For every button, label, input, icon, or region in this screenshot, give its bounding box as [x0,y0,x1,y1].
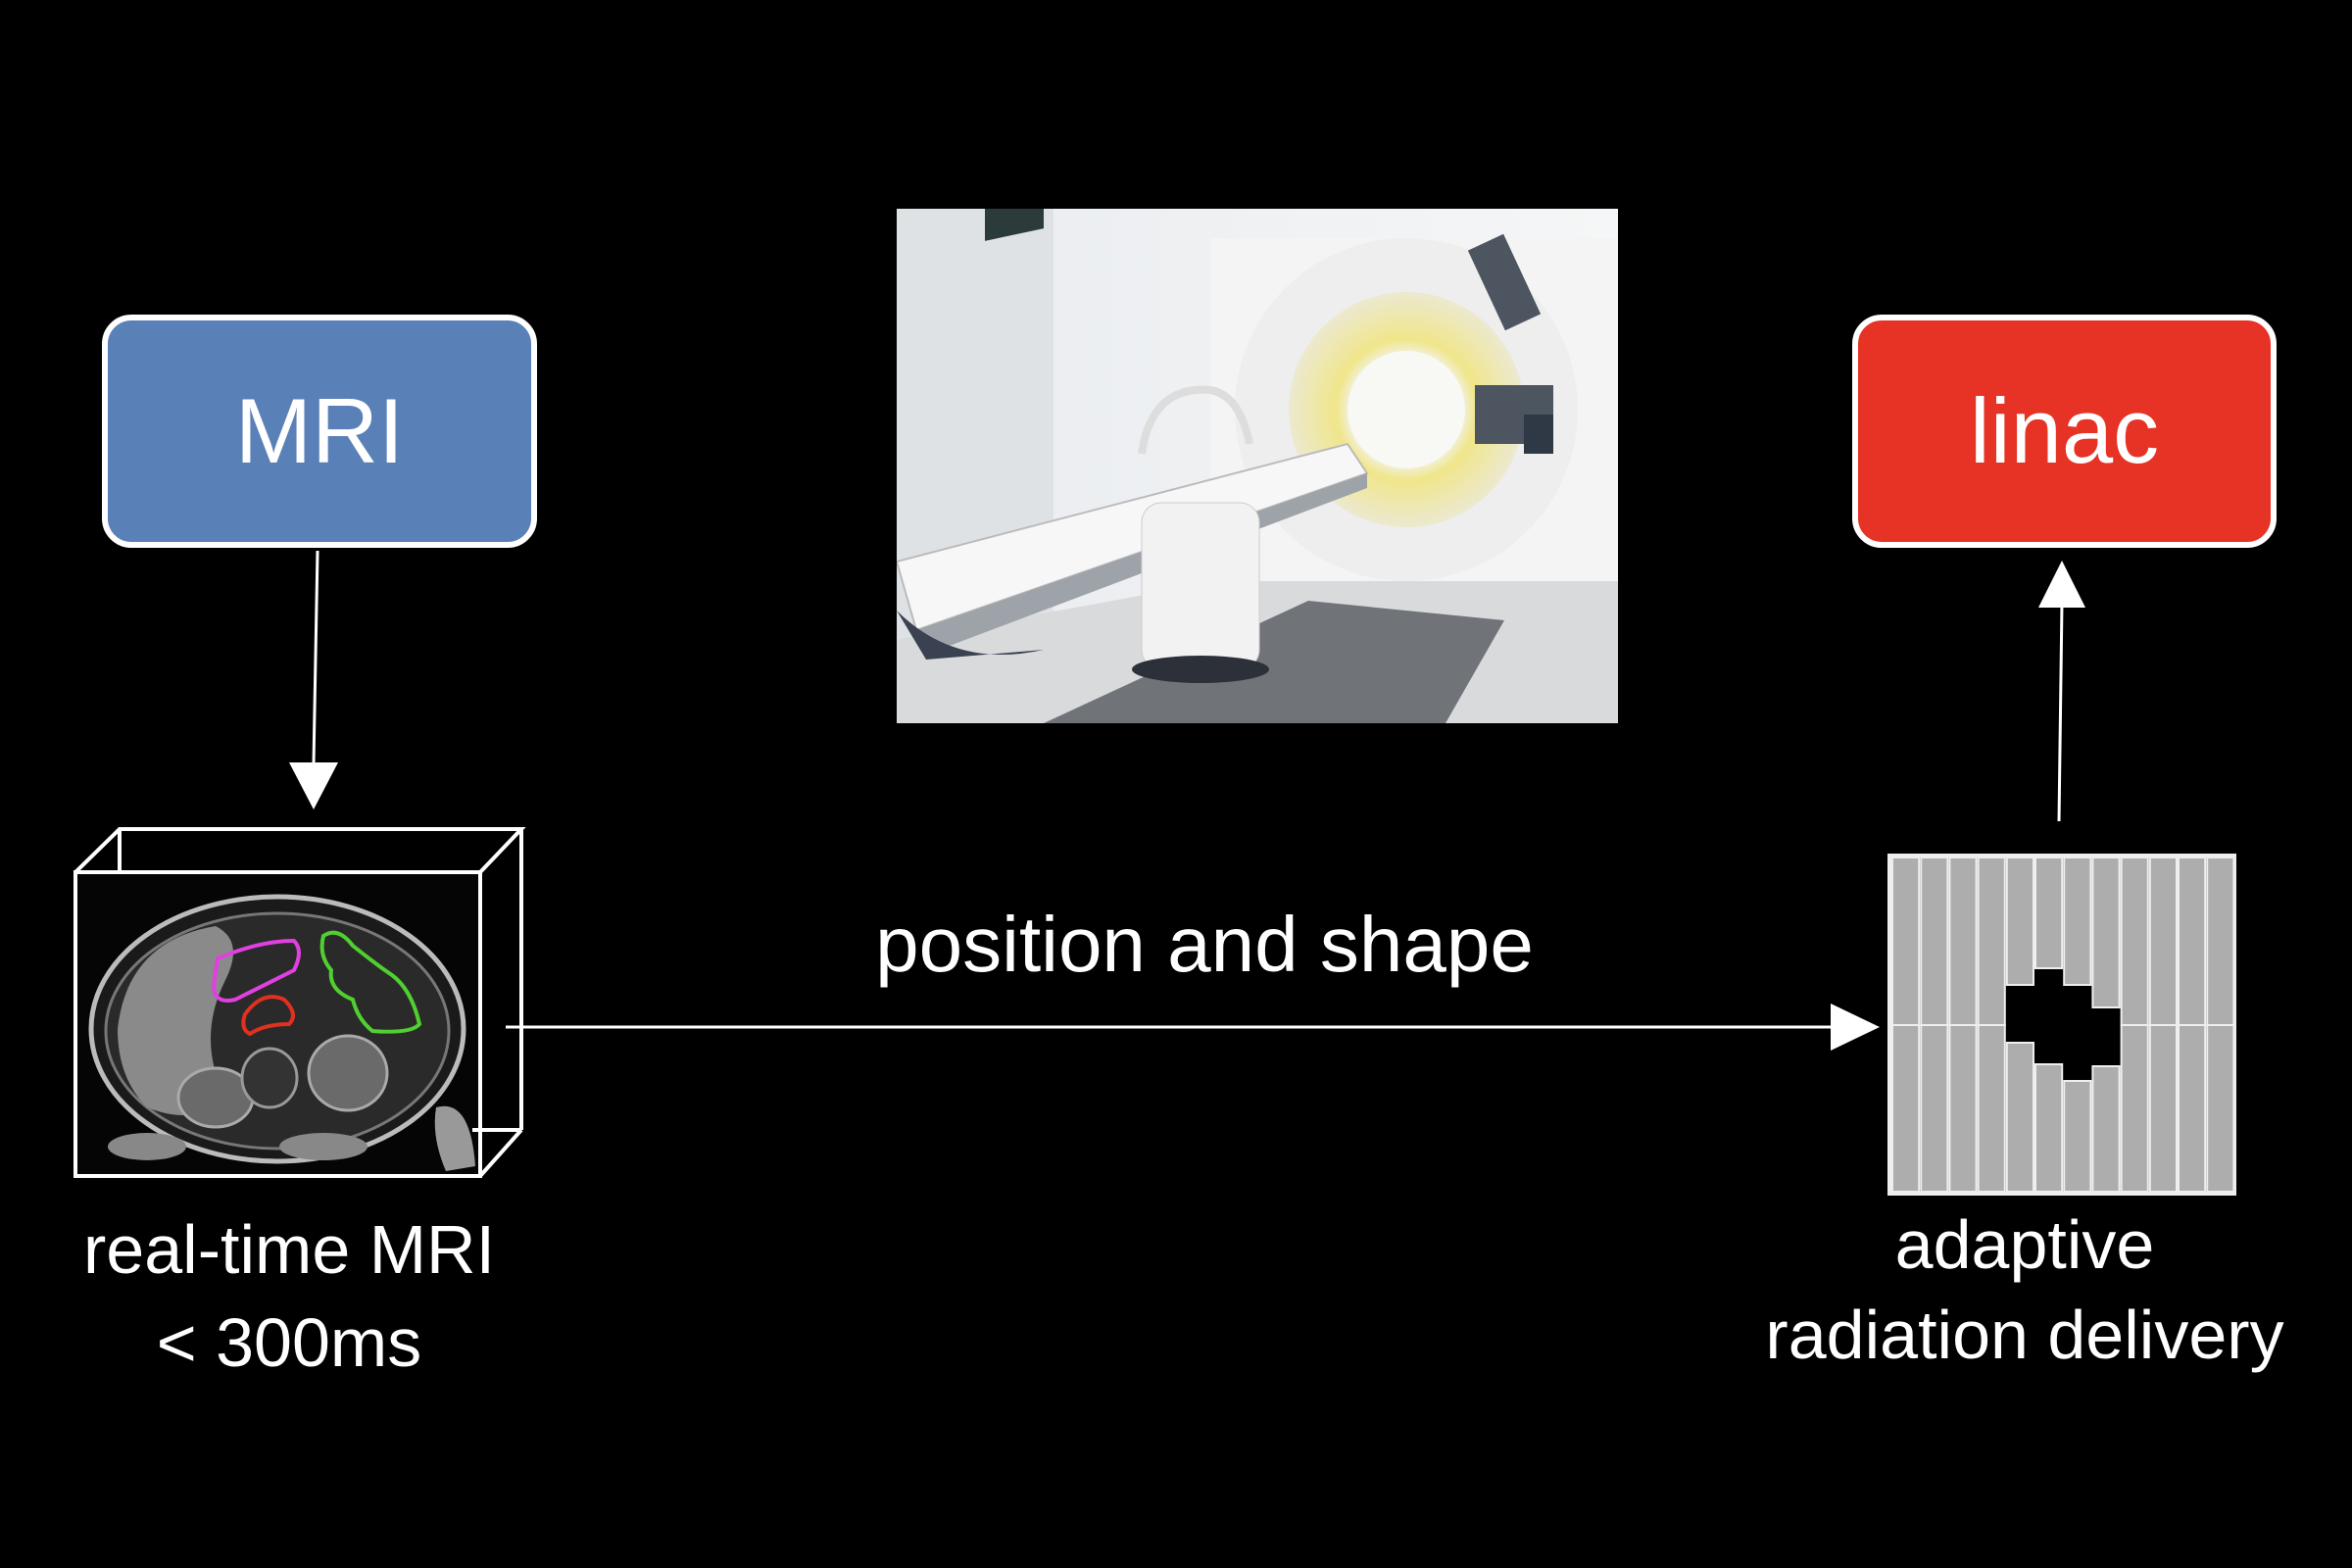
leaf-upper [1920,857,1949,1026]
arrow-mri-to-image [289,550,338,809]
delivery-caption-line2: radiation delivery [1765,1297,2284,1373]
leaf-upper [1948,857,1978,1026]
linac-label: linac [1969,379,2160,482]
leaf-upper [2063,857,2092,986]
leaf-lower [1891,1024,1921,1193]
leaf-lower [2206,1024,2235,1193]
leaf-lower [2178,1024,2207,1193]
arrow-delivery-to-linac [2038,561,2085,822]
mri-box: MRI [102,315,537,548]
leaf-lower [2063,1080,2092,1193]
mri-image-volume [74,827,526,1178]
linac-box: linac [1852,315,2277,548]
leaf-upper [2005,857,2035,986]
mr-linac-photo [897,209,1618,723]
leaf-lower [2005,1042,2035,1193]
mri-caption-line2: < 300ms [156,1304,422,1381]
arrow-position-shape [506,1004,1880,1051]
mri-caption-line1: real-time MRI [82,1211,496,1288]
leaf-upper [2120,857,2149,1026]
leaf-upper [2091,857,2121,1008]
mri-label: MRI [234,379,405,482]
contour-red [241,995,295,1037]
contour-magenta [211,938,301,1003]
leaf-lower [2148,1024,2179,1193]
leaf-lower [1948,1024,1978,1193]
leaf-upper [1977,857,2006,1026]
mri-axial-slice [88,894,475,1171]
leaf-upper [2148,857,2179,1026]
leaf-upper [2034,857,2064,969]
mr-linac-illustration [897,209,1618,723]
leaf-lower [2120,1024,2149,1193]
contour-green [319,930,422,1034]
arrow-label: position and shape [875,901,1534,988]
leaf-lower [1977,1024,2006,1193]
leaf-upper [2178,857,2207,1026]
leaf-lower [2034,1063,2064,1193]
leaf-lower [1920,1024,1949,1193]
leaf-lower [2091,1065,2121,1193]
leaf-upper [2206,857,2235,1026]
multileaf-collimator [1887,854,2236,1196]
delivery-caption-line1: adaptive [1894,1206,2155,1283]
leaf-upper [1891,857,1921,1026]
